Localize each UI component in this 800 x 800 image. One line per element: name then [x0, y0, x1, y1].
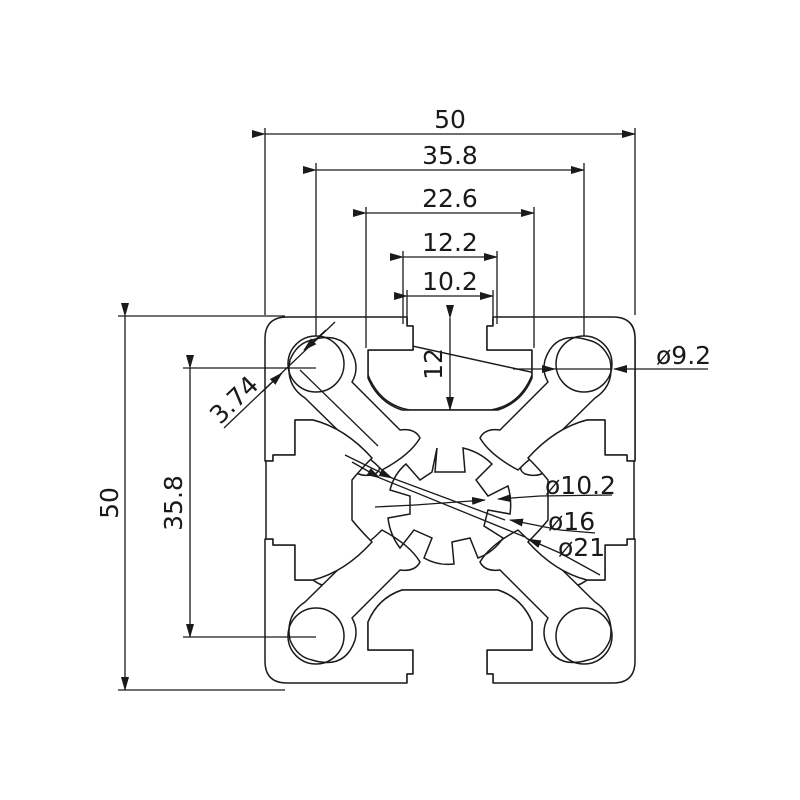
center-core: [387, 447, 512, 566]
dim-core-inner-label: ø16: [548, 507, 595, 536]
dim-corner-hole: ø9.2: [513, 341, 711, 373]
dim-left-inner-height: 35.8: [159, 355, 316, 638]
dim-top-width-label: 50: [434, 105, 466, 134]
dim-slot-depth: 12: [419, 305, 454, 411]
dim-left-height: 50: [95, 303, 285, 691]
dim-slot-neck-outer-label: 12.2: [422, 228, 478, 257]
dim-corner-hole-label: ø9.2: [656, 341, 711, 370]
dim-left-inner-height-label: 35.8: [159, 475, 188, 531]
profile-inner-details: [265, 336, 635, 682]
dim-top-width: 50: [252, 105, 636, 315]
dim-slot-neck-outer: 12.2: [390, 228, 498, 324]
dim-top-inner-width-label: 35.8: [422, 141, 478, 170]
dim-core-hole-label: ø10.2: [545, 471, 616, 500]
dim-slot-neck-inner: 10.2: [394, 267, 494, 324]
dim-core-hole: ø10.2: [374, 471, 616, 508]
dim-slot-neck-inner-label: 10.2: [422, 267, 478, 296]
dim-wall-thickness-label: 3.74: [204, 370, 264, 430]
dim-top-inner-width: 35.8: [303, 141, 585, 336]
dim-left-height-label: 50: [95, 487, 124, 519]
dim-slot-opening: 22.6: [353, 184, 535, 348]
dim-slot-opening-label: 22.6: [422, 184, 478, 213]
dim-core-outer-label: ø21: [558, 533, 605, 562]
dim-core-inner: ø16: [344, 454, 595, 536]
dim-slot-depth-label: 12: [419, 348, 448, 380]
dim-core-outer: ø21: [351, 461, 605, 576]
